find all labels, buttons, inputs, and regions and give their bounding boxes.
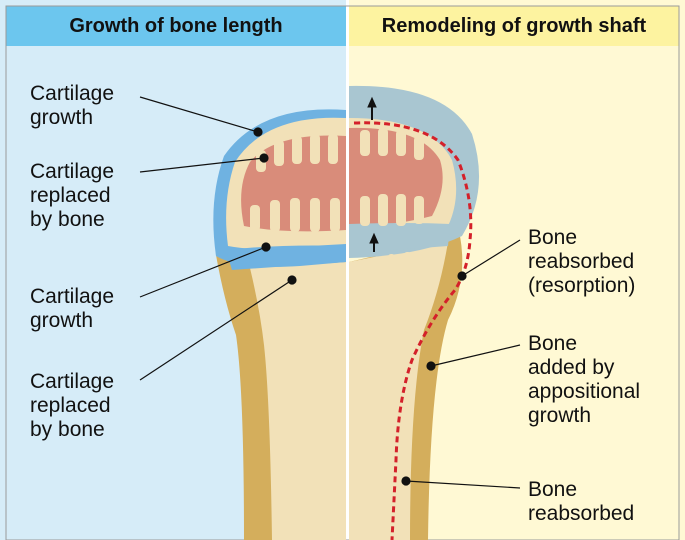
label-cartilage-growth-bottom: Cartilage growth [30, 285, 114, 333]
label-cartilage-replaced-top: Cartilage replaced by bone [30, 160, 114, 232]
label-bone-reabsorbed-bottom: Bone reabsorbed [528, 478, 634, 526]
panel-divider [346, 0, 349, 540]
label-bone-added-appositional: Bone added by appositional growth [528, 332, 640, 428]
label-bone-reabsorbed-resorption: Bone reabsorbed (resorption) [528, 226, 635, 298]
label-cartilage-replaced-bottom: Cartilage replaced by bone [30, 370, 114, 442]
right-header-title: Remodeling of growth shaft [349, 6, 679, 46]
left-header-title: Growth of bone length [6, 6, 346, 46]
label-cartilage-growth-top: Cartilage growth [30, 82, 114, 130]
